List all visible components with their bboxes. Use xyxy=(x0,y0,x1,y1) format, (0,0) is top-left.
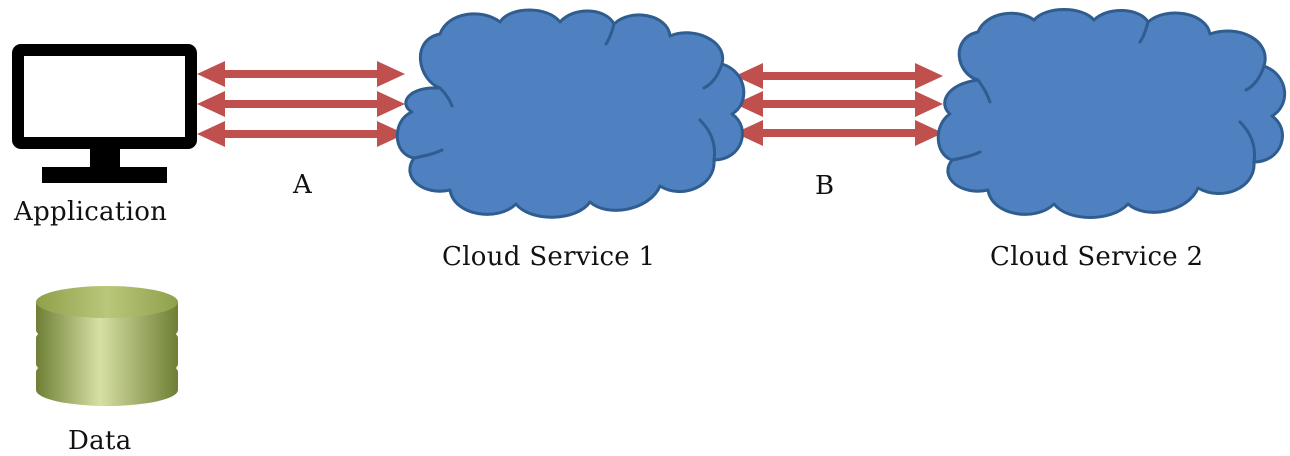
double-headed-arrow-icon xyxy=(197,61,405,87)
link-b-label: B xyxy=(815,171,835,201)
cloud-service-2-label: Cloud Service 2 xyxy=(990,242,1204,272)
cloud-icon xyxy=(395,8,746,219)
database-cylinder-icon xyxy=(36,286,178,406)
desktop-monitor-icon xyxy=(12,44,197,183)
double-headed-arrow-icon xyxy=(197,91,405,117)
double-headed-arrow-icon xyxy=(735,120,943,146)
double-headed-arrow-icon xyxy=(735,91,943,117)
link-a-label: A xyxy=(293,170,313,200)
cloud-icon xyxy=(936,8,1287,219)
link-a-arrows xyxy=(197,61,405,147)
application-label: Application xyxy=(14,197,168,227)
double-headed-arrow-icon xyxy=(735,63,943,89)
double-headed-arrow-icon xyxy=(197,121,405,147)
link-b-arrows xyxy=(735,63,943,146)
cloud-service-1-label: Cloud Service 1 xyxy=(442,242,656,272)
data-label: Data xyxy=(68,426,132,456)
